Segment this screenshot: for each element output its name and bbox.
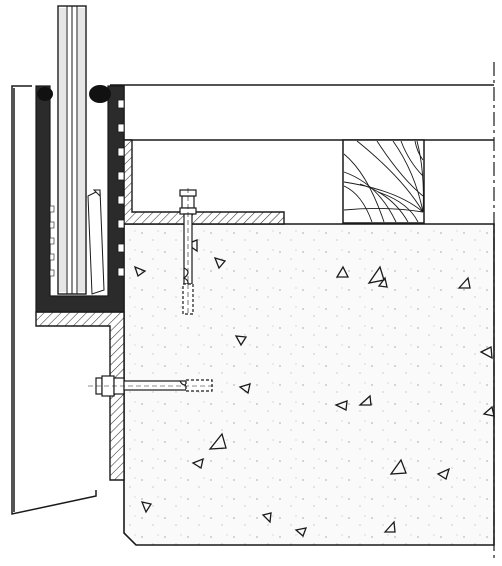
vertical-anchor-bolt bbox=[179, 188, 197, 316]
horizontal-anchor-bolt bbox=[88, 375, 214, 397]
u-channel-profile bbox=[35, 85, 125, 313]
steel-angle-bracket bbox=[123, 139, 285, 225]
aggregate-marks bbox=[133, 239, 495, 538]
floor-build-up bbox=[110, 84, 494, 224]
fascia-cladding bbox=[11, 85, 97, 515]
glass-clamp-wedge bbox=[87, 189, 105, 295]
glass-panel bbox=[57, 5, 87, 295]
concrete-slab bbox=[123, 223, 495, 546]
timber-beam bbox=[342, 139, 425, 224]
